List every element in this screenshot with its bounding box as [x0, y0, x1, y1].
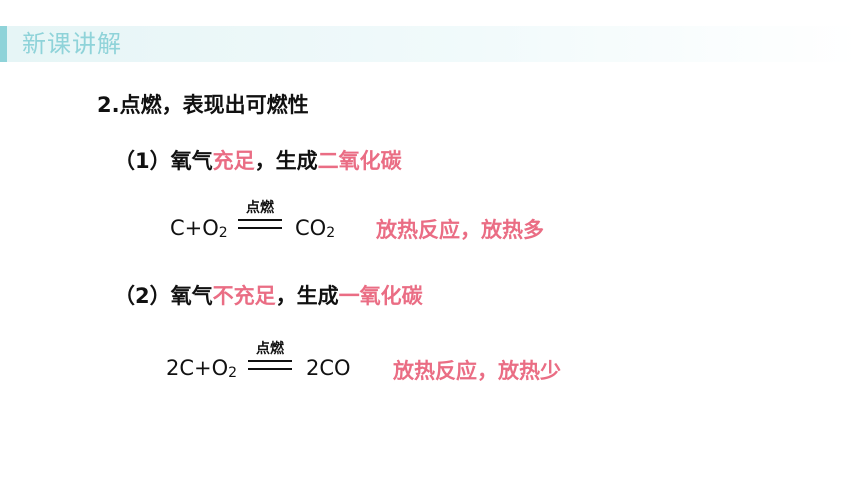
case2-equation-right: 2CO — [306, 356, 351, 380]
case2-note: 放热反应，放热少 — [393, 359, 561, 383]
case2-reactants: 2C+O — [166, 356, 229, 380]
case2-prefix: （2）氧气 — [114, 284, 213, 308]
case1-prefix: （1）氧气 — [114, 149, 213, 173]
case1-note: 放热反应，放热多 — [376, 218, 544, 242]
case1-reaction-condition: 点燃 — [246, 200, 274, 216]
case2-condition: 不充足 — [212, 284, 276, 308]
case2-line: （2）氧气不充足，生成一氧化碳 — [114, 280, 423, 310]
case2-mid: ，生成 — [275, 284, 339, 308]
case1-equation-right: CO2 — [295, 216, 335, 241]
case2-product: 一氧化碳 — [338, 284, 423, 308]
section-title: 新课讲解 — [22, 30, 122, 58]
case2-reaction-arrow: 点燃 — [248, 338, 292, 382]
case2-equation-left: 2C+O2 — [166, 356, 237, 381]
case1-products: CO — [295, 216, 327, 240]
heading: 2.点燃，表现出可燃性 — [97, 93, 309, 117]
case1-line: （1）氧气充足，生成二氧化碳 — [114, 145, 402, 175]
header-accent-bar — [0, 26, 7, 62]
header-bar: 新课讲解 — [0, 26, 860, 62]
equals-line-top — [248, 360, 292, 362]
equals-line-bottom — [248, 368, 292, 370]
equals-line-top — [238, 219, 282, 221]
equals-line-bottom — [238, 227, 282, 229]
case1-product: 二氧化碳 — [317, 149, 402, 173]
case1-reactants-subscript: 2 — [218, 225, 228, 241]
case1-reaction-arrow: 点燃 — [238, 197, 282, 241]
case1-equation-left: C+O2 — [170, 216, 228, 241]
case1-reactants: C+O — [170, 216, 219, 240]
case1-products-subscript: 2 — [326, 225, 336, 241]
case2-reaction-condition: 点燃 — [256, 341, 284, 357]
case1-mid: ，生成 — [254, 149, 318, 173]
case2-reactants-subscript: 2 — [228, 365, 238, 381]
case1-condition: 充足 — [212, 149, 255, 173]
